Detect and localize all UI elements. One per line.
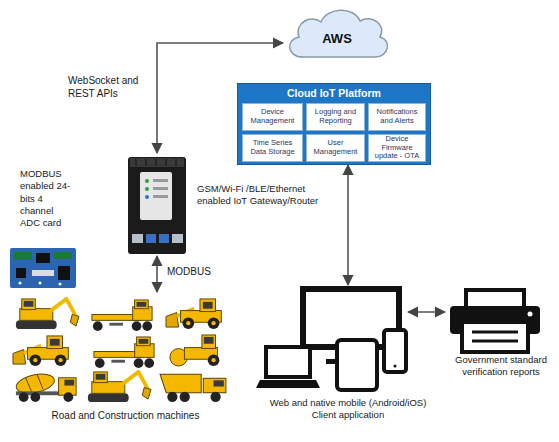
machines-node: Road and Construction machines [8, 292, 243, 432]
gateway-device-part [140, 172, 172, 220]
node-text: Logging and Reporting [308, 108, 363, 125]
node-text: Cloud IoT Platform [238, 87, 430, 99]
service-box: Time Series Data Storage [242, 134, 303, 162]
platform-box: Cloud IoT PlatformDevice Management Loggi… [237, 83, 431, 165]
gateway-device [128, 157, 186, 254]
edge-label: WebSocket and REST APIs [68, 74, 152, 100]
annotation-label: MODBUS enabled 24-bits 4 channel ADC car… [20, 168, 72, 230]
printer-icon-part [462, 322, 528, 352]
gateway-node: GSM/Wi-Fi /BLE/Ethernet enabled IoT Gate… [125, 153, 320, 256]
adc-card-part [32, 270, 54, 276]
construction-machines-part [13, 336, 68, 366]
client-node: Web and native mobile (Android/iOS) Clie… [262, 285, 408, 430]
adc-card-part [39, 282, 42, 285]
connector-arrow [347, 165, 349, 285]
connector-arrow [156, 256, 158, 292]
printer-icon [450, 290, 540, 352]
gateway-device-part [146, 234, 156, 243]
client-devices-part [394, 365, 397, 368]
gateway-device-part [156, 159, 157, 166]
connector-arrow [157, 43, 283, 153]
adc-card-part [10, 248, 76, 288]
client-devices-part [256, 380, 320, 388]
client-devices [256, 289, 406, 390]
adc-card-part [36, 253, 50, 263]
gateway-device-part [159, 234, 169, 243]
cloud-node: AWS [283, 5, 391, 63]
construction-machines-part [88, 372, 151, 402]
service-box: Device Management [242, 103, 303, 131]
adc-card-part [54, 252, 72, 259]
gateway-device-part [145, 179, 149, 183]
adc-card-part [19, 282, 22, 285]
service-box: User Management [306, 134, 365, 162]
node-text: Device Management [244, 108, 301, 125]
node-text: Government standard verification reports [445, 354, 557, 379]
construction-machines-part [166, 299, 221, 329]
adc-card-part [58, 266, 70, 280]
client-devices-part [266, 347, 310, 377]
gateway-device-part [153, 195, 168, 198]
gateway-device-part [136, 159, 137, 166]
printer-icon-part [472, 340, 518, 343]
printer-icon-part [472, 331, 518, 334]
client-devices-part [337, 340, 377, 390]
gateway-device-part [128, 157, 186, 254]
cloud-shape [290, 10, 388, 57]
service-box: Notifications and Alerts [368, 103, 426, 131]
node-text: Web and native mobile (Android/iOS) Clie… [262, 397, 434, 422]
construction-machines [13, 299, 226, 402]
node-text: Time Series Data Storage [244, 139, 301, 156]
connector-arrow [408, 311, 445, 313]
gateway-device-part [176, 159, 177, 166]
construction-machines-part [92, 300, 152, 331]
client-devices-part [384, 330, 406, 372]
gateway-device-part [145, 195, 149, 199]
adc-card-part [59, 283, 62, 286]
gateway-device-part [172, 234, 183, 243]
node-text: User Management [308, 139, 363, 156]
gateway-device-part [153, 179, 168, 182]
printer-node: Government standard verification reports [445, 288, 557, 383]
construction-machines-part [15, 371, 77, 402]
node-text: GSM/Wi-Fi /BLE/Ethernet enabled IoT Gate… [197, 183, 319, 208]
gateway-device-part [146, 159, 147, 166]
adc-card [10, 248, 76, 288]
node-text: Device Firmware update - OTA [370, 135, 424, 161]
node-text: AWS [283, 31, 391, 46]
gateway-device-part [132, 234, 143, 243]
adc-card-part [16, 268, 26, 278]
gateway-device-part [145, 187, 149, 191]
printer-icon-part [528, 312, 533, 317]
service-box: Device Firmware update - OTA [368, 134, 426, 162]
construction-machines-part [94, 337, 154, 368]
edge-label: MODBUS [167, 266, 211, 277]
gateway-device-part [166, 159, 167, 166]
service-box: Logging and Reporting [306, 103, 365, 131]
adc-card-part [14, 252, 32, 260]
construction-machines-part [16, 299, 79, 329]
node-text: Road and Construction machines [8, 410, 243, 421]
construction-machines-part [170, 335, 220, 366]
construction-machines-part [160, 374, 226, 402]
gateway-device-part [130, 158, 184, 167]
node-text: Notifications and Alerts [370, 108, 424, 125]
gateway-device-part [153, 187, 168, 190]
